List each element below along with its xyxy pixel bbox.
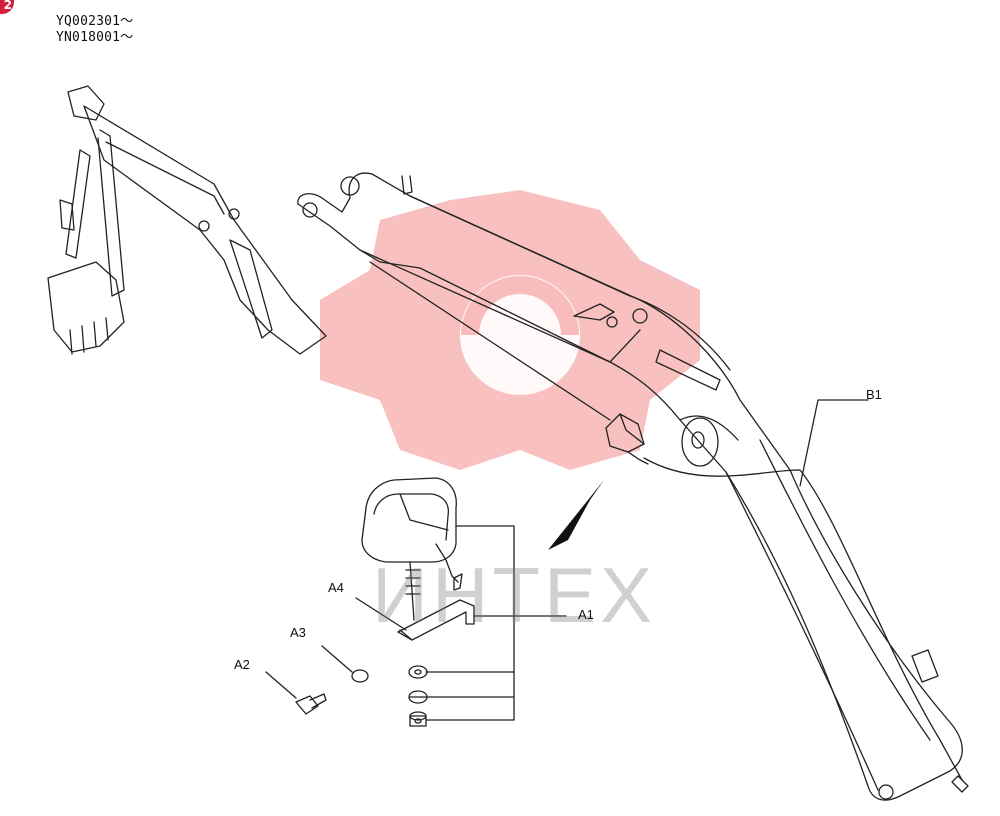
page-badge: 2 xyxy=(0,0,14,14)
leader-a4 xyxy=(355,597,407,631)
leader-a1 xyxy=(425,525,567,721)
watermark-text: ИНТЕХ xyxy=(372,551,657,639)
callout-b1: B1 xyxy=(866,387,882,402)
excavator-overview xyxy=(47,85,327,355)
callout-a3: A3 xyxy=(290,625,306,640)
work-light xyxy=(361,477,463,621)
boom-lamp xyxy=(605,413,649,465)
callout-a1: A1 xyxy=(578,607,594,622)
boom-outline xyxy=(297,172,969,801)
serial-range-2: YN018001～ xyxy=(56,30,134,45)
serial-range-1: YQ002301～ xyxy=(56,14,134,29)
detail-arrow xyxy=(548,480,604,550)
callout-a4: A4 xyxy=(328,580,344,595)
fastener-stack xyxy=(408,665,428,727)
callout-a2: A2 xyxy=(234,657,250,672)
bolt xyxy=(295,693,327,715)
leader-a3 xyxy=(321,645,353,673)
lock-washer xyxy=(351,669,369,683)
leader-a2 xyxy=(265,671,297,699)
leader-b1 xyxy=(799,399,869,487)
bracket xyxy=(397,599,475,641)
